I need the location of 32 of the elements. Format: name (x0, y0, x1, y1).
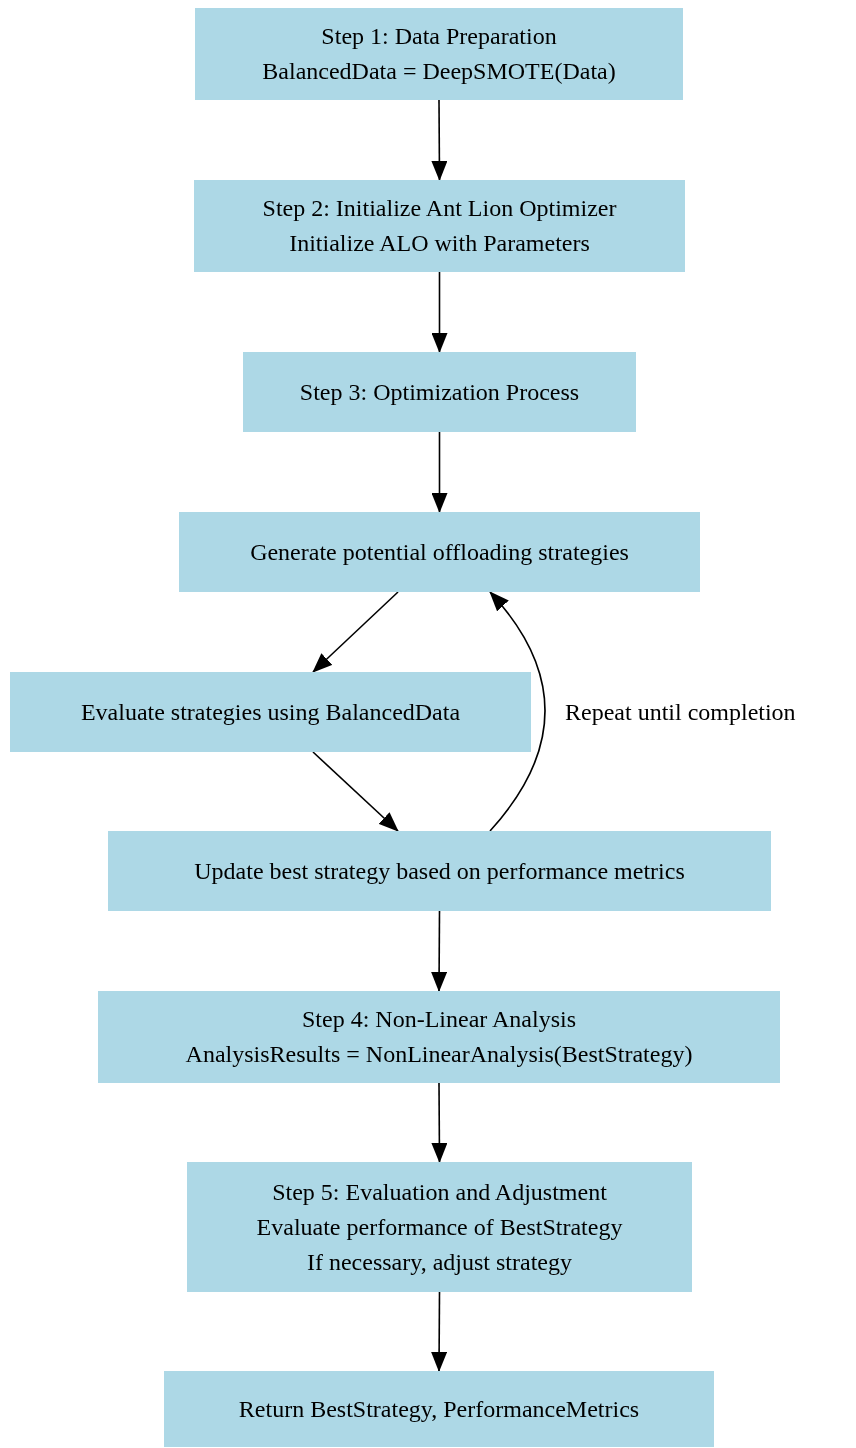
step-text: AnalysisResults = NonLinearAnalysis(BestStrategy) (185, 1040, 693, 1069)
arrow (431, 1082, 448, 1163)
process-box (10, 672, 531, 752)
step-text: Evaluate strategies using BalancedData (80, 697, 461, 727)
process-box (187, 1162, 692, 1292)
process-box (164, 1371, 714, 1447)
process-box (98, 991, 780, 1083)
process-box (195, 8, 683, 100)
step-text: Update best strategy based on performance metrics (194, 856, 685, 886)
arrow (431, 271, 448, 353)
process-box (108, 831, 771, 911)
process-box (243, 352, 636, 432)
process-box (194, 180, 685, 272)
arrow (431, 431, 448, 513)
arrow (431, 1291, 448, 1372)
step-title: Step 5: Evaluation and Adjustment (272, 1177, 607, 1207)
step-text: Evaluate performance of BestStrategy (256, 1212, 623, 1242)
process-box (179, 512, 700, 592)
step-text: Step 3: Optimization Process (299, 377, 580, 407)
step-title: Step 4: Non-Linear Analysis (302, 1005, 576, 1034)
arrow (431, 910, 448, 992)
step-text: BalancedData = DeepSMOTE(Data) (262, 57, 616, 86)
step-title: Step 1: Data Preparation (321, 22, 557, 51)
arrow (489, 591, 546, 832)
step-text: Return BestStrategy, PerformanceMetrics (238, 1394, 640, 1424)
step-text: If necessary, adjust strategy (307, 1247, 572, 1277)
arrow (431, 99, 448, 181)
step-text: Initialize ALO with Parameters (289, 229, 590, 258)
arrow (312, 591, 399, 673)
arrow (312, 751, 399, 832)
step-text: Generate potential offloading strategies (250, 537, 629, 567)
step-title: Step 2: Initialize Ant Lion Optimizer (262, 194, 617, 223)
